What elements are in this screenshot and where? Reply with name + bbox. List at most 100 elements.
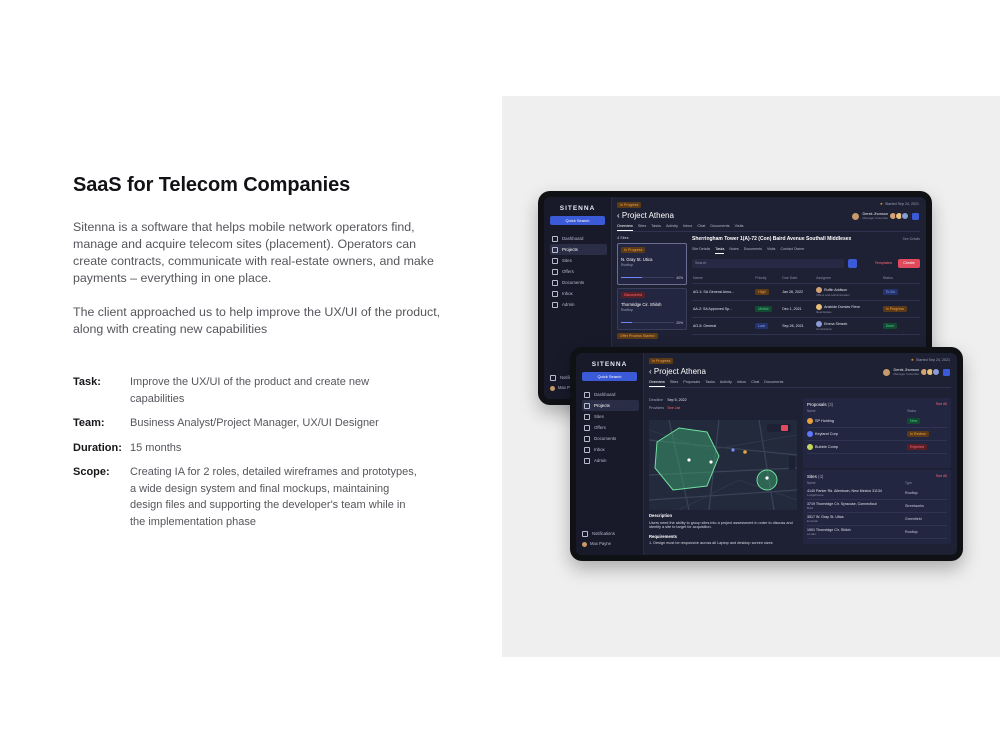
tab-documents[interactable]: Documents bbox=[764, 380, 784, 384]
sidebar-item-offers[interactable]: Offers bbox=[582, 422, 639, 433]
sites-map[interactable] bbox=[649, 420, 797, 510]
status-badge: In Progress bbox=[649, 358, 674, 364]
see-all-link[interactable]: See All bbox=[935, 474, 947, 478]
site-title: Sherringham Tower 1(A)-72 (Con) Baird Av… bbox=[692, 236, 852, 242]
project-tabs: Overview Sites Tasks Activity Inbox Chat… bbox=[617, 224, 920, 232]
tab-chat[interactable]: Chat bbox=[697, 224, 706, 228]
fact-scope: Scope: Creating IA for 2 roles, detailed… bbox=[73, 466, 417, 528]
tab-visits[interactable]: Visits bbox=[734, 224, 744, 228]
tab-inbox[interactable]: Inbox bbox=[683, 224, 693, 228]
avatar bbox=[550, 385, 555, 391]
site-card[interactable]: Discovered Thornridge Cir. Shiloh Roofto… bbox=[617, 288, 687, 330]
tab-tasks[interactable]: Tasks bbox=[715, 247, 725, 254]
site-card[interactable]: In Progress N. Gray St. Utica Rooftop 40… bbox=[617, 243, 687, 285]
tab-documents[interactable]: Documents bbox=[743, 247, 762, 251]
project-title: ‹ Project Athena bbox=[617, 211, 674, 220]
star-icon[interactable]: ★ bbox=[910, 358, 915, 362]
quick-search-button[interactable]: Quick Search bbox=[582, 372, 637, 381]
fact-task: Task: Improve the UX/UI of the product a… bbox=[73, 376, 370, 405]
tab-visits[interactable]: Visits bbox=[766, 247, 776, 251]
notifications-link[interactable]: Notifications bbox=[582, 529, 639, 539]
sidebar-item-projects[interactable]: Projects bbox=[550, 244, 607, 255]
tab-tasks[interactable]: Tasks bbox=[651, 224, 661, 228]
sidebar-item-inbox[interactable]: Inbox bbox=[582, 444, 639, 455]
intro: SaaS for Telecom Companies Sitenna is a … bbox=[73, 174, 445, 355]
tab-documents[interactable]: Documents bbox=[710, 224, 730, 228]
status-badge: In Progress bbox=[617, 202, 642, 208]
providers-link[interactable]: See List bbox=[667, 406, 681, 410]
tab-activity[interactable]: Activity bbox=[719, 380, 732, 384]
list-item[interactable]: 4140 Parker Rd. Allentown, New Mexico 31… bbox=[807, 487, 947, 500]
tab-proposals[interactable]: Proposals bbox=[683, 380, 701, 384]
team-avatars[interactable] bbox=[889, 212, 909, 220]
tab-site-details[interactable]: Site Details bbox=[692, 247, 711, 251]
sites-list: 4 Sites In Progress N. Gray St. Utica Ro… bbox=[617, 236, 687, 339]
bell-icon bbox=[582, 531, 588, 537]
filter-button[interactable] bbox=[847, 258, 857, 268]
tab-tasks[interactable]: Tasks bbox=[705, 380, 715, 384]
team-avatars[interactable] bbox=[920, 368, 940, 376]
templates-link[interactable]: Templates bbox=[874, 261, 892, 265]
back-arrow-icon[interactable]: ‹ bbox=[617, 211, 622, 220]
tab-activity[interactable]: Activity bbox=[666, 224, 679, 228]
avatar bbox=[816, 321, 823, 327]
avatar bbox=[852, 212, 860, 220]
sidebar-item-projects[interactable]: Projects bbox=[582, 400, 639, 411]
tab-overview[interactable]: Overview bbox=[617, 224, 633, 231]
sidebar-item-admin[interactable]: Admin bbox=[550, 299, 607, 310]
started-date: ★Started Sep 24, 2021 bbox=[910, 358, 950, 362]
table-row[interactable]: AA-2: SA Approved Sp... Middle Dec 1, 20… bbox=[692, 300, 920, 318]
user-menu[interactable]: Max Payne bbox=[582, 539, 639, 549]
see-all-link[interactable]: See All bbox=[935, 402, 947, 406]
tab-contact-owner[interactable]: Contact Owner bbox=[780, 247, 805, 251]
more-button[interactable] bbox=[943, 368, 950, 376]
projects-icon bbox=[584, 402, 590, 409]
map-graphic bbox=[649, 420, 797, 510]
search-input[interactable]: Search bbox=[692, 258, 844, 268]
see-details-link[interactable]: See Details bbox=[902, 237, 920, 241]
create-button[interactable]: Create bbox=[898, 258, 920, 268]
sidebar-item-documents[interactable]: Documents bbox=[550, 277, 607, 288]
app-logo: SITENNA bbox=[559, 205, 596, 212]
tablet-front: SITENNA Quick Search Dashboard Projects … bbox=[570, 347, 963, 561]
intro-paragraph: Sitenna is a software that helps mobile … bbox=[73, 220, 434, 285]
sidebar-item-dashboard[interactable]: Dashboard bbox=[550, 233, 607, 244]
tab-inbox[interactable]: Inbox bbox=[736, 380, 747, 384]
site-detail: Sherringham Tower 1(A)-72 (Con) Baird Av… bbox=[692, 236, 920, 399]
status-badge: Offer Process Started bbox=[617, 333, 658, 339]
more-button[interactable] bbox=[912, 212, 919, 220]
quick-search-button[interactable]: Quick Search bbox=[550, 216, 605, 225]
sidebar-item-dashboard[interactable]: Dashboard bbox=[582, 389, 639, 400]
tab-notes[interactable]: Notes bbox=[729, 247, 739, 251]
sidebar-item-documents[interactable]: Documents bbox=[582, 433, 639, 444]
tab-overview[interactable]: Overview bbox=[649, 380, 665, 387]
list-item[interactable]: 3719 Thornridge Cir. Syracuse, Connectic… bbox=[807, 500, 947, 513]
sidebar-item-admin[interactable]: Admin bbox=[582, 455, 639, 466]
page-title: SaaS for Telecom Companies bbox=[73, 174, 351, 196]
offers-icon bbox=[552, 268, 558, 275]
sidebar-item-sites[interactable]: Sites bbox=[550, 255, 607, 266]
user-menu[interactable]: Max Payne bbox=[550, 383, 607, 393]
documents-icon bbox=[552, 279, 558, 286]
app-logo: SITENNA bbox=[591, 361, 628, 368]
tab-chat[interactable]: Chat bbox=[751, 380, 760, 384]
back-arrow-icon[interactable]: ‹ bbox=[649, 367, 654, 376]
tab-sites[interactable]: Sites bbox=[669, 380, 679, 384]
sidebar-item-offers[interactable]: Offers bbox=[550, 266, 607, 277]
projects-icon bbox=[552, 246, 558, 253]
tab-sites[interactable]: Sites bbox=[637, 224, 647, 228]
sidebar-item-sites[interactable]: Sites bbox=[582, 411, 639, 422]
table-row[interactable]: AO-1: SA General Anno... High Jan 26, 20… bbox=[692, 283, 920, 301]
company-logo bbox=[807, 431, 813, 437]
table-row[interactable]: AO-5: General Low Sep 26, 2021 Emma Sims… bbox=[692, 317, 920, 335]
sidebar-item-inbox[interactable]: Inbox bbox=[550, 288, 607, 299]
star-icon[interactable]: ★ bbox=[879, 202, 884, 206]
client-paragraph: The client approached us to help improve… bbox=[73, 305, 441, 336]
sites-icon bbox=[552, 257, 558, 264]
